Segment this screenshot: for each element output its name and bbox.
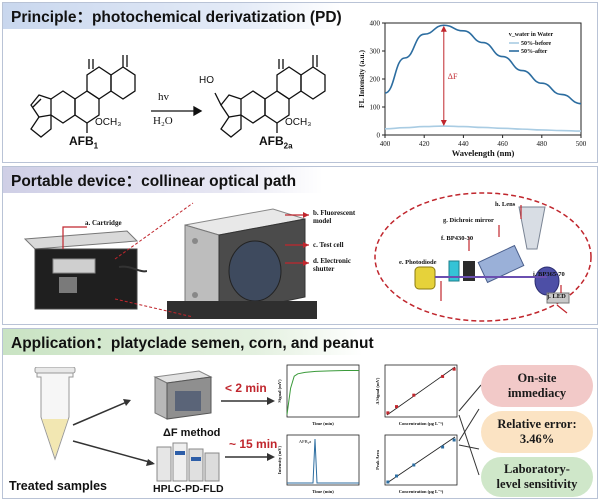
test-cell-label: c. Test cell (313, 241, 344, 249)
chart3-xlabel: Time (min) (312, 489, 334, 494)
x-tick-label: 440 (458, 140, 469, 148)
x-tick-label: 500 (576, 140, 587, 148)
principle-title: Principle：photochemical derivatization (… (3, 3, 342, 29)
y-tick-label: 300 (370, 48, 381, 56)
chart4-point-1 (395, 474, 399, 478)
afb2a-structure (214, 55, 326, 138)
chart3-ylabel: Intensity (mV) (277, 445, 282, 474)
principle-panel: Principle：photochemical derivatization (… (2, 2, 598, 163)
device-panel: Portable device：collinear optical path a… (2, 166, 598, 325)
optical-path-diagram (374, 192, 592, 322)
time-af-method: < 2 min (225, 381, 267, 395)
x-tick-label: 480 (537, 140, 548, 148)
chart2-xlabel: Concentration (μg L⁻¹) (399, 421, 444, 426)
chart4-point-3 (441, 445, 445, 449)
chart1-xlabel: Time (min) (312, 421, 334, 426)
x-tick-label: 420 (419, 140, 430, 148)
bp430-label: f. BP430-30 (441, 235, 474, 242)
application-flow-arrows (72, 384, 482, 476)
lens-label: h. Lens (495, 201, 516, 208)
hplc-label: HPLC-PD-FLD (153, 483, 224, 495)
device-illustration (167, 208, 317, 319)
x-tick-label: 460 (497, 140, 508, 148)
relative-error-pill: Relative error:3.46% (481, 411, 593, 453)
chart2-point-1 (395, 405, 399, 409)
application-mini-charts: Time (min) Signal (mV) Concentration (μg L… (277, 364, 458, 494)
chart2-point-3 (441, 374, 445, 378)
x-axis-label: Wavelength (nm) (452, 148, 515, 158)
methoxy-label-2: OCH₃ (285, 117, 312, 128)
cartridge-label: a. Cartridge (85, 219, 122, 227)
reaction-water-label: H₂O (153, 115, 173, 127)
hplc-instrument (156, 442, 220, 482)
device-title: Portable device：collinear optical path (3, 167, 323, 193)
chart4-xlabel: Concentration (μg L⁻¹) (399, 489, 444, 494)
led-label: j. LED (547, 293, 566, 300)
y-tick-label: 0 (377, 132, 381, 140)
series-line-1 (384, 24, 582, 105)
chart4-point-0 (386, 480, 390, 484)
reaction-scheme (30, 55, 326, 138)
chart2-point-0 (386, 411, 390, 415)
delta-f-label: ΔF (448, 72, 458, 81)
methoxy-label-1: OCH₃ (95, 117, 122, 128)
fluorescent-model-label: b. Fluorescent model (313, 209, 356, 225)
laboratory-sensitivity-pill: Laboratory-level sensitivity (481, 457, 593, 497)
chart1-ylabel: Signal (mV) (277, 379, 282, 403)
chart3-peak-label: AFB₂a (299, 439, 311, 444)
chart4-ylabel: Peak Area (375, 449, 380, 470)
x-tick-label: 400 (380, 140, 391, 148)
afb1-structure (30, 55, 136, 138)
chart3-frame (286, 434, 360, 486)
fluorescence-spectrum-chart: 400 420 440 460 480 500 0 100 200 300 400Wavelengt… (357, 20, 587, 159)
electronic-shutter-label: d. Electronic shutter (313, 257, 351, 273)
af-method-device (153, 370, 213, 420)
cartridge-illustration (23, 230, 147, 310)
application-title: Application：platyclade semen, corn, and … (3, 329, 374, 355)
y-axis-label: FL Intensity (a.u.) (357, 50, 366, 108)
application-panel: Application：platyclade semen, corn, and … (2, 328, 598, 499)
reaction-light-label: hv (158, 91, 169, 103)
dichroic-mirror-label: g. Dichroic mirror (443, 217, 494, 224)
treated-samples-label: Treated samples (9, 479, 107, 493)
delta-f-arrowhead-top (440, 25, 447, 32)
legend-entry-1: 50%-after (521, 49, 548, 55)
delta-f-arrowhead-bottom (440, 120, 447, 127)
legend-title: v_water in Water (509, 32, 554, 38)
chart4-fit-line (386, 436, 456, 484)
af-method-label: ΔF method (163, 427, 221, 439)
photodiode-label: e. Photodiode (399, 259, 437, 266)
series-line-0 (384, 125, 582, 132)
chart2-point-2 (412, 393, 416, 397)
chart1-frame (286, 364, 360, 418)
y-tick-label: 100 (370, 104, 381, 112)
chart2-point-4 (452, 367, 456, 371)
chart3-peak-line (287, 438, 359, 484)
afb1-label: AFB1 (69, 134, 99, 151)
bp365-label: i. BP365-70 (533, 271, 565, 278)
chart4-point-2 (412, 463, 416, 467)
time-hplc: ~ 15 min (229, 437, 278, 451)
hydroxyl-label: HO (199, 75, 214, 86)
afb2a-label: AFB2a (259, 134, 293, 151)
plot-frame (384, 22, 582, 136)
sample-tube-illustration (34, 367, 76, 461)
chart2-ylabel: Δ Signal (mV) (375, 377, 380, 404)
y-tick-label: 200 (370, 76, 381, 84)
legend-entry-0: 50%-before (521, 41, 552, 47)
chart1-signal-line (286, 369, 359, 415)
device-connector-lines (62, 202, 309, 318)
chart4-point-4 (452, 438, 456, 442)
y-tick-label: 400 (370, 20, 381, 28)
